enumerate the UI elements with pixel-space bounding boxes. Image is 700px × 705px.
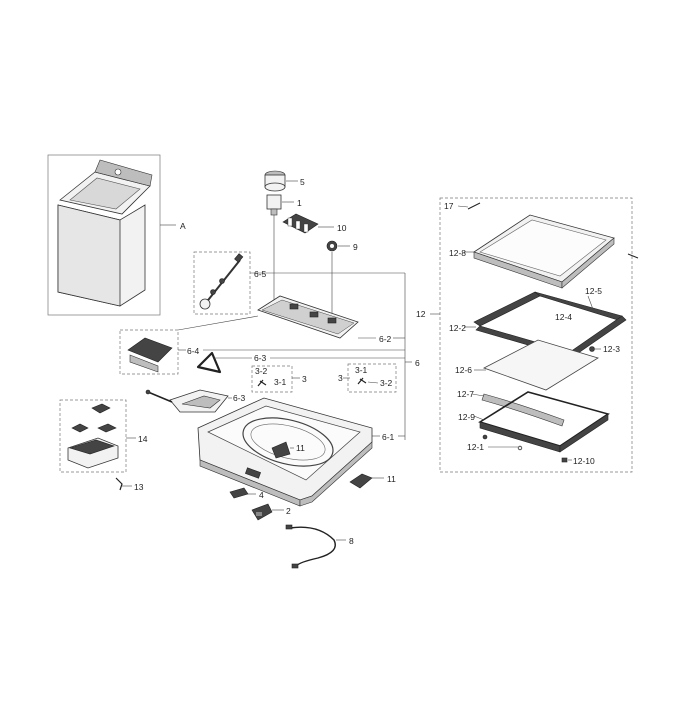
callout-3-1-right: 3-1 — [355, 365, 368, 375]
callout-12-1: 12-1 — [467, 442, 484, 452]
part-10-connector-block — [282, 213, 319, 234]
part-6-3-triangle-cover — [196, 351, 222, 374]
callout-12-6: 12-6 — [455, 365, 472, 375]
hinge-pin-right — [627, 253, 639, 259]
control-knob-icon — [114, 168, 122, 176]
callout-12-7: 12-7 — [457, 389, 474, 399]
washer-overview-inset — [47, 154, 161, 316]
part-5-cap — [264, 170, 286, 192]
group-box-3-left — [251, 365, 293, 393]
callout-6-5: 6-5 — [254, 269, 267, 279]
callout-4: 4 — [259, 490, 264, 500]
callout-12-8: 12-8 — [449, 248, 466, 258]
group-box-6-5 — [193, 251, 251, 315]
callout-10: 10 — [337, 223, 347, 233]
callout-13: 13 — [134, 482, 144, 492]
callout-3-left: 3 — [302, 374, 307, 384]
part-1-valve — [266, 194, 282, 216]
callout-6-3-bottom: 6-3 — [233, 393, 246, 403]
part-12-1-screw — [482, 434, 523, 451]
washer-lid-glass — [69, 177, 141, 210]
part-12-6-glass-panel — [482, 339, 599, 391]
callout-12-3: 12-3 — [603, 344, 620, 354]
part-12-3-clip — [589, 346, 595, 352]
part-3-screw-right — [357, 377, 367, 385]
callout-6: 6 — [415, 358, 420, 368]
part-6-5-hose-assembly — [199, 253, 244, 310]
callout-6-1: 6-1 — [382, 432, 395, 442]
callout-12: 12 — [416, 309, 426, 319]
callout-17: 17 — [444, 201, 454, 211]
callout-2: 2 — [286, 506, 291, 516]
part-11-inner-bracket — [271, 441, 291, 459]
callout-14: 14 — [138, 434, 148, 444]
callout-1: 1 — [297, 198, 302, 208]
callout-12-4: 12-4 — [555, 312, 572, 322]
callout-3-1-left: 3-1 — [274, 377, 287, 387]
part-6-2-control-board — [257, 295, 359, 339]
callout-3-2-right: 3-2 — [380, 378, 393, 388]
callout-12-10: 12-10 — [573, 456, 595, 466]
part-11-outer-bracket — [349, 473, 373, 489]
part-12-7-handle-strip — [481, 393, 565, 427]
group-box-14 — [59, 399, 127, 473]
callout-6-4: 6-4 — [187, 346, 200, 356]
part-8-wire-harness — [285, 524, 336, 569]
callout-A: A — [180, 221, 186, 231]
callout-6-2: 6-2 — [379, 334, 392, 344]
part-12-8-lid-frame — [473, 214, 615, 289]
callout-12-9: 12-9 — [458, 412, 475, 422]
part-9-knob — [326, 240, 338, 252]
part-6-4-dispenser — [127, 337, 173, 373]
part-13-hook — [115, 477, 123, 491]
callout-12-2: 12-2 — [449, 323, 466, 333]
callout-9: 9 — [353, 242, 358, 252]
part-2-lock-switch — [251, 503, 273, 521]
callout-5: 5 — [300, 177, 305, 187]
washer-control-panel — [94, 159, 153, 187]
callout-11-lower: 11 — [387, 474, 396, 484]
part-14-dispenser-drawer — [67, 403, 119, 469]
callout-3-right: 3 — [338, 373, 343, 383]
group-box-6-4 — [119, 329, 179, 375]
part-4-latch — [229, 487, 249, 499]
callout-3-2-left: 3-2 — [255, 366, 268, 376]
callout-6-3-top: 6-3 — [254, 353, 267, 363]
callout-8: 8 — [349, 536, 354, 546]
part-6-3-drawer-housing — [145, 389, 229, 413]
callout-12-5: 12-5 — [585, 286, 602, 296]
inset-frame — [47, 154, 161, 316]
part-3-screw-left — [257, 379, 267, 387]
part-12-9-bottom-frame — [478, 391, 610, 453]
group-box-12 — [439, 197, 633, 473]
part-17-hinge-pin — [467, 202, 481, 210]
part-12-10-clip — [561, 457, 568, 463]
washer-front-panel — [57, 204, 121, 307]
callout-11-upper: 11 — [296, 443, 305, 453]
